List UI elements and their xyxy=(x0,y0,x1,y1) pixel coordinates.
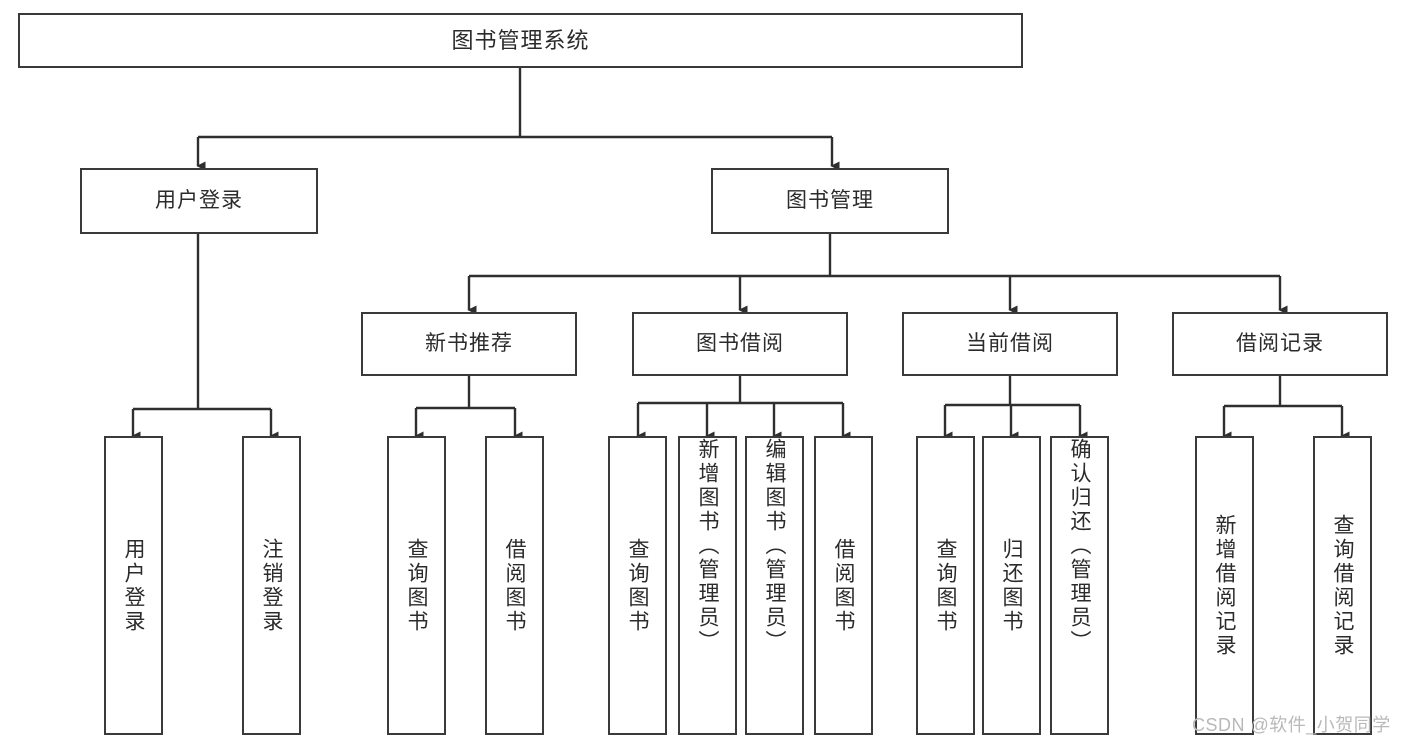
node-label: 用户登录 xyxy=(122,537,146,634)
node-label: 确认归还（管理员） xyxy=(1068,438,1092,654)
node-label: 查询图书 xyxy=(626,537,650,634)
leaf-add-borrow-record[interactable]: 新增借阅记录 xyxy=(1195,436,1254,735)
node-label: 当前借阅 xyxy=(966,331,1054,355)
node-label: 新增图书（管理员） xyxy=(696,438,720,654)
node-new-book-recommend[interactable]: 新书推荐 xyxy=(361,312,577,376)
leaf-edit-book-admin[interactable]: 编辑图书（管理员） xyxy=(745,436,804,735)
node-label: 借阅图书 xyxy=(503,537,527,634)
leaf-logout[interactable]: 注销登录 xyxy=(242,436,301,735)
leaf-return-book[interactable]: 归还图书 xyxy=(982,436,1041,735)
node-borrow-record[interactable]: 借阅记录 xyxy=(1172,312,1388,376)
node-current-borrow[interactable]: 当前借阅 xyxy=(902,312,1118,376)
leaf-borrow-book[interactable]: 借阅图书 xyxy=(814,436,873,735)
node-label: 图书借阅 xyxy=(696,331,784,355)
node-label: 注销登录 xyxy=(260,537,284,634)
node-label: 查询图书 xyxy=(934,537,958,634)
node-root-system[interactable]: 图书管理系统 xyxy=(18,13,1023,68)
leaf-query-book-current[interactable]: 查询图书 xyxy=(916,436,975,735)
node-label: 用户登录 xyxy=(155,188,243,212)
leaf-query-book-borrow[interactable]: 查询图书 xyxy=(608,436,667,735)
node-label: 新书推荐 xyxy=(425,331,513,355)
leaf-query-borrow-record[interactable]: 查询借阅记录 xyxy=(1313,436,1372,735)
node-label: 归还图书 xyxy=(1000,537,1024,634)
node-label: 图书管理 xyxy=(786,188,874,212)
node-label: 借阅图书 xyxy=(832,537,856,634)
leaf-borrow-book-recommend[interactable]: 借阅图书 xyxy=(485,436,544,735)
node-label: 查询图书 xyxy=(405,537,429,634)
node-label: 图书管理系统 xyxy=(451,27,590,53)
leaf-user-login[interactable]: 用户登录 xyxy=(104,436,163,735)
node-book-borrow[interactable]: 图书借阅 xyxy=(632,312,848,376)
csdn-watermark: CSDN @软件_小贺同学 xyxy=(1192,715,1391,735)
leaf-confirm-return-admin[interactable]: 确认归还（管理员） xyxy=(1050,436,1109,735)
node-label: 新增借阅记录 xyxy=(1213,513,1237,658)
node-book-management[interactable]: 图书管理 xyxy=(711,168,949,234)
node-label: 查询借阅记录 xyxy=(1331,513,1355,658)
node-user-login[interactable]: 用户登录 xyxy=(80,168,318,234)
leaf-add-book-admin[interactable]: 新增图书（管理员） xyxy=(678,436,737,735)
node-label: 编辑图书（管理员） xyxy=(763,438,787,654)
node-label: 借阅记录 xyxy=(1236,331,1324,355)
leaf-query-book-recommend[interactable]: 查询图书 xyxy=(387,436,446,735)
